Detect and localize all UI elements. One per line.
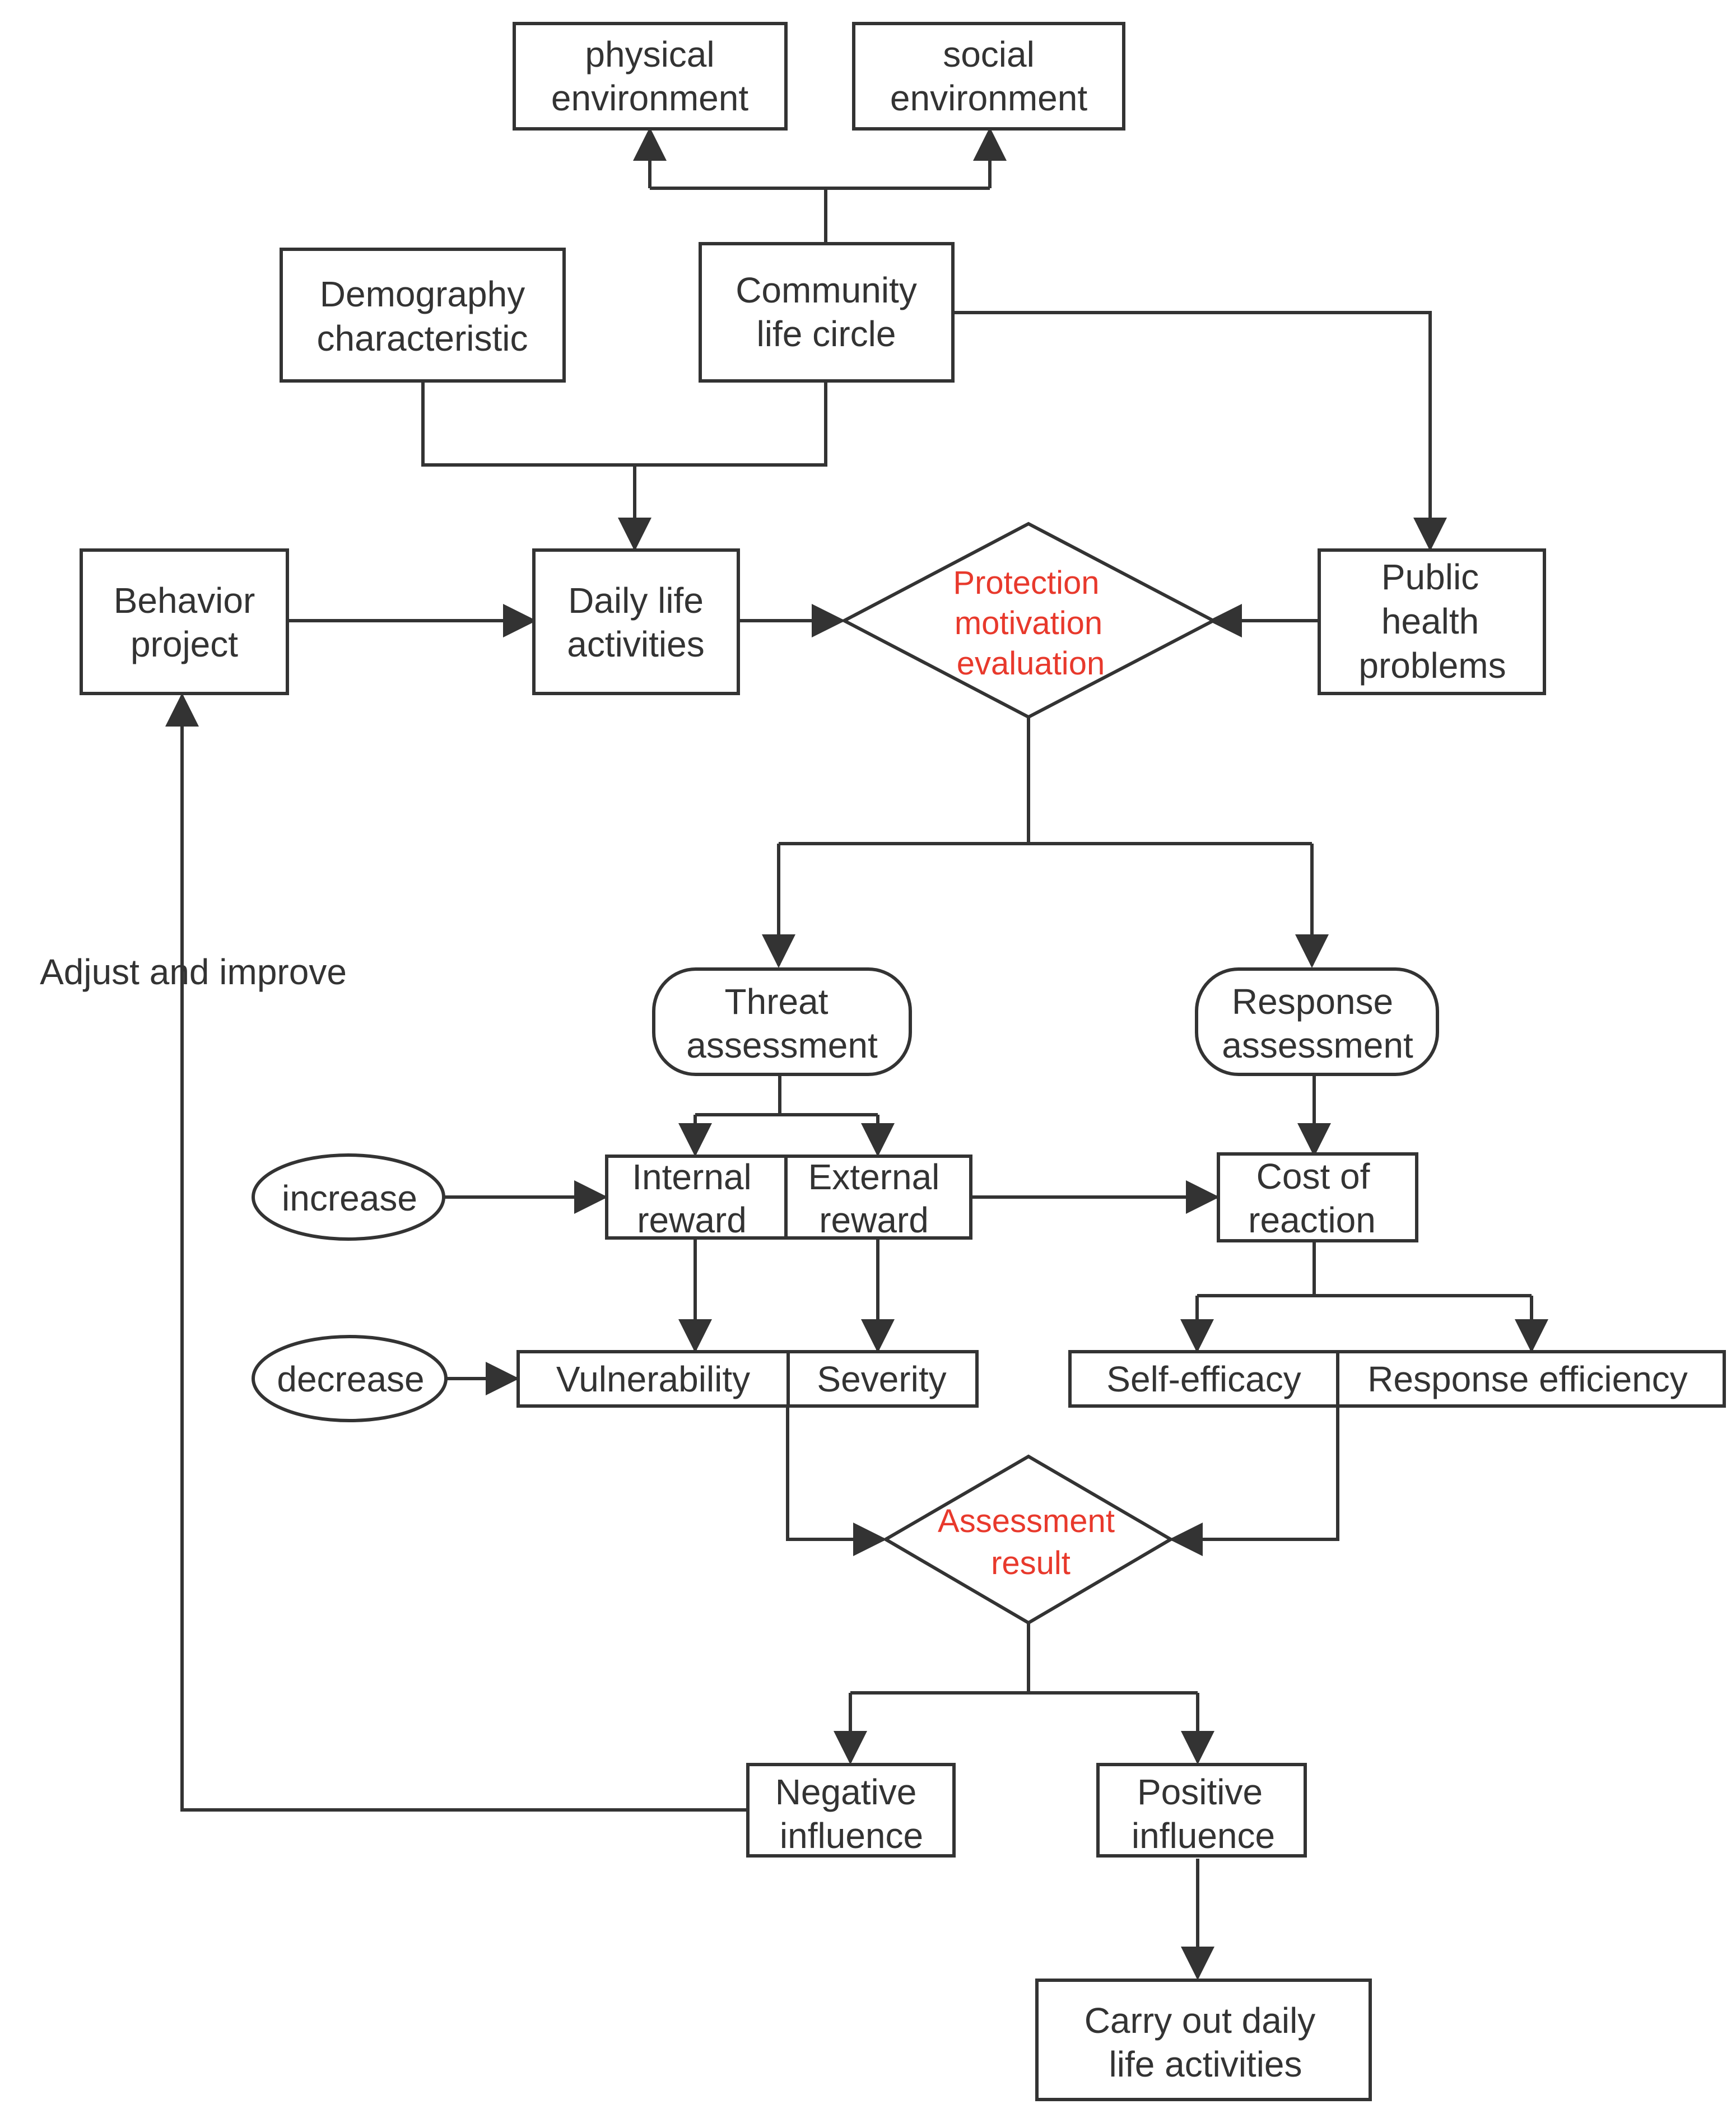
node-public-health-problems: Public health problems bbox=[1318, 548, 1546, 695]
node-label: Response bbox=[1232, 981, 1393, 1022]
edge-label-adjust-and-improve: Adjust and improve bbox=[40, 952, 347, 992]
node-label: result bbox=[991, 1545, 1071, 1581]
node-label: influence bbox=[1132, 1816, 1275, 1856]
edge-community-to-public-health bbox=[953, 311, 1447, 551]
node-label: social bbox=[943, 34, 1035, 75]
node-label: Vulnerability bbox=[556, 1359, 750, 1399]
node-label: physical bbox=[585, 34, 714, 75]
node-daily-life-activities: Daily life activities bbox=[532, 548, 740, 695]
node-demography-characteristic: Demography characteristic bbox=[280, 248, 566, 383]
node-behavior-project: Behavior project bbox=[80, 548, 289, 695]
node-label: environment bbox=[551, 78, 748, 118]
node-self-efficacy: Self-efficacy bbox=[1068, 1350, 1339, 1408]
node-label: Public bbox=[1381, 557, 1479, 597]
node-response-efficiency: Response efficiency bbox=[1336, 1350, 1726, 1408]
node-label: activities bbox=[567, 624, 704, 664]
node-label: problems bbox=[1358, 645, 1506, 686]
node-label: Response efficiency bbox=[1367, 1359, 1688, 1399]
node-social-environment: social environment bbox=[852, 22, 1125, 131]
node-label: Threat bbox=[725, 981, 829, 1022]
edge-cost-split bbox=[1197, 1241, 1532, 1297]
node-positive-influence: Positive influence bbox=[1096, 1763, 1307, 1858]
node-label: life activities bbox=[1109, 2044, 1302, 2084]
node-label: Community bbox=[736, 270, 917, 310]
edge-result-split bbox=[850, 1623, 1198, 1695]
node-label: assessment bbox=[1222, 1025, 1413, 1065]
edge-threat-split bbox=[695, 1074, 878, 1116]
node-label: Protection bbox=[953, 565, 1099, 601]
connectors bbox=[165, 127, 1548, 1980]
node-cost-of-reaction: Cost of reaction bbox=[1217, 1152, 1418, 1242]
edge-protection-split bbox=[779, 717, 1312, 845]
node-label: reward bbox=[637, 1200, 747, 1240]
node-negative-influence: Negative influence bbox=[746, 1763, 956, 1858]
node-label: assessment bbox=[686, 1025, 878, 1065]
decision-assessment-result: Assessment result bbox=[882, 1454, 1174, 1625]
node-severity: Severity bbox=[786, 1350, 979, 1408]
node-external-reward: External reward bbox=[784, 1155, 972, 1240]
node-label: increase bbox=[282, 1178, 417, 1218]
node-decrease: decrease bbox=[252, 1335, 448, 1422]
node-label: Cost of bbox=[1256, 1156, 1370, 1197]
node-label: Demography bbox=[320, 274, 525, 314]
node-label: environment bbox=[890, 78, 1087, 118]
node-label: life circle bbox=[757, 314, 896, 354]
edge-threat-side-to-result bbox=[786, 1406, 887, 1556]
node-label: Self-efficacy bbox=[1106, 1359, 1301, 1399]
node-internal-reward: Internal reward bbox=[605, 1155, 788, 1240]
node-label: Assessment bbox=[938, 1503, 1115, 1539]
nodes: physical environment social environment … bbox=[40, 22, 1726, 2101]
node-label: decrease bbox=[277, 1359, 424, 1399]
node-label: Internal bbox=[632, 1157, 751, 1197]
edge-coping-side-to-result bbox=[1169, 1406, 1339, 1556]
node-response-assessment: Response assessment bbox=[1195, 967, 1439, 1076]
edge-demography-community-merge bbox=[421, 381, 827, 467]
node-label: reward bbox=[819, 1200, 929, 1240]
node-label: project bbox=[131, 624, 238, 664]
node-label: characteristic bbox=[317, 318, 528, 359]
node-label: Carry out daily bbox=[1085, 2000, 1316, 2041]
node-label: Behavior bbox=[114, 580, 255, 621]
decision-protection-motivation-evaluation: Protection motivation evaluation bbox=[840, 522, 1217, 719]
node-vulnerability: Vulnerability bbox=[516, 1350, 790, 1408]
node-label: health bbox=[1381, 601, 1479, 641]
node-label: Severity bbox=[817, 1359, 946, 1399]
node-label: influence bbox=[780, 1816, 923, 1856]
node-increase: increase bbox=[252, 1153, 445, 1241]
node-physical-environment: physical environment bbox=[513, 22, 788, 131]
node-label: motivation bbox=[955, 605, 1102, 641]
node-carry-out-daily-life-activities: Carry out daily life activities bbox=[1035, 1979, 1372, 2101]
edge-community-to-environments bbox=[650, 187, 990, 244]
node-label: Positive bbox=[1137, 1772, 1263, 1812]
node-label: External bbox=[808, 1157, 940, 1197]
edge-negative-to-behavior bbox=[165, 693, 748, 1812]
node-threat-assessment: Threat assessment bbox=[652, 967, 912, 1076]
node-label: reaction bbox=[1248, 1200, 1376, 1240]
node-label: evaluation bbox=[957, 645, 1105, 682]
node-label: Daily life bbox=[568, 580, 704, 621]
node-community-life-circle: Community life circle bbox=[699, 242, 955, 383]
node-label: Negative bbox=[775, 1772, 917, 1812]
